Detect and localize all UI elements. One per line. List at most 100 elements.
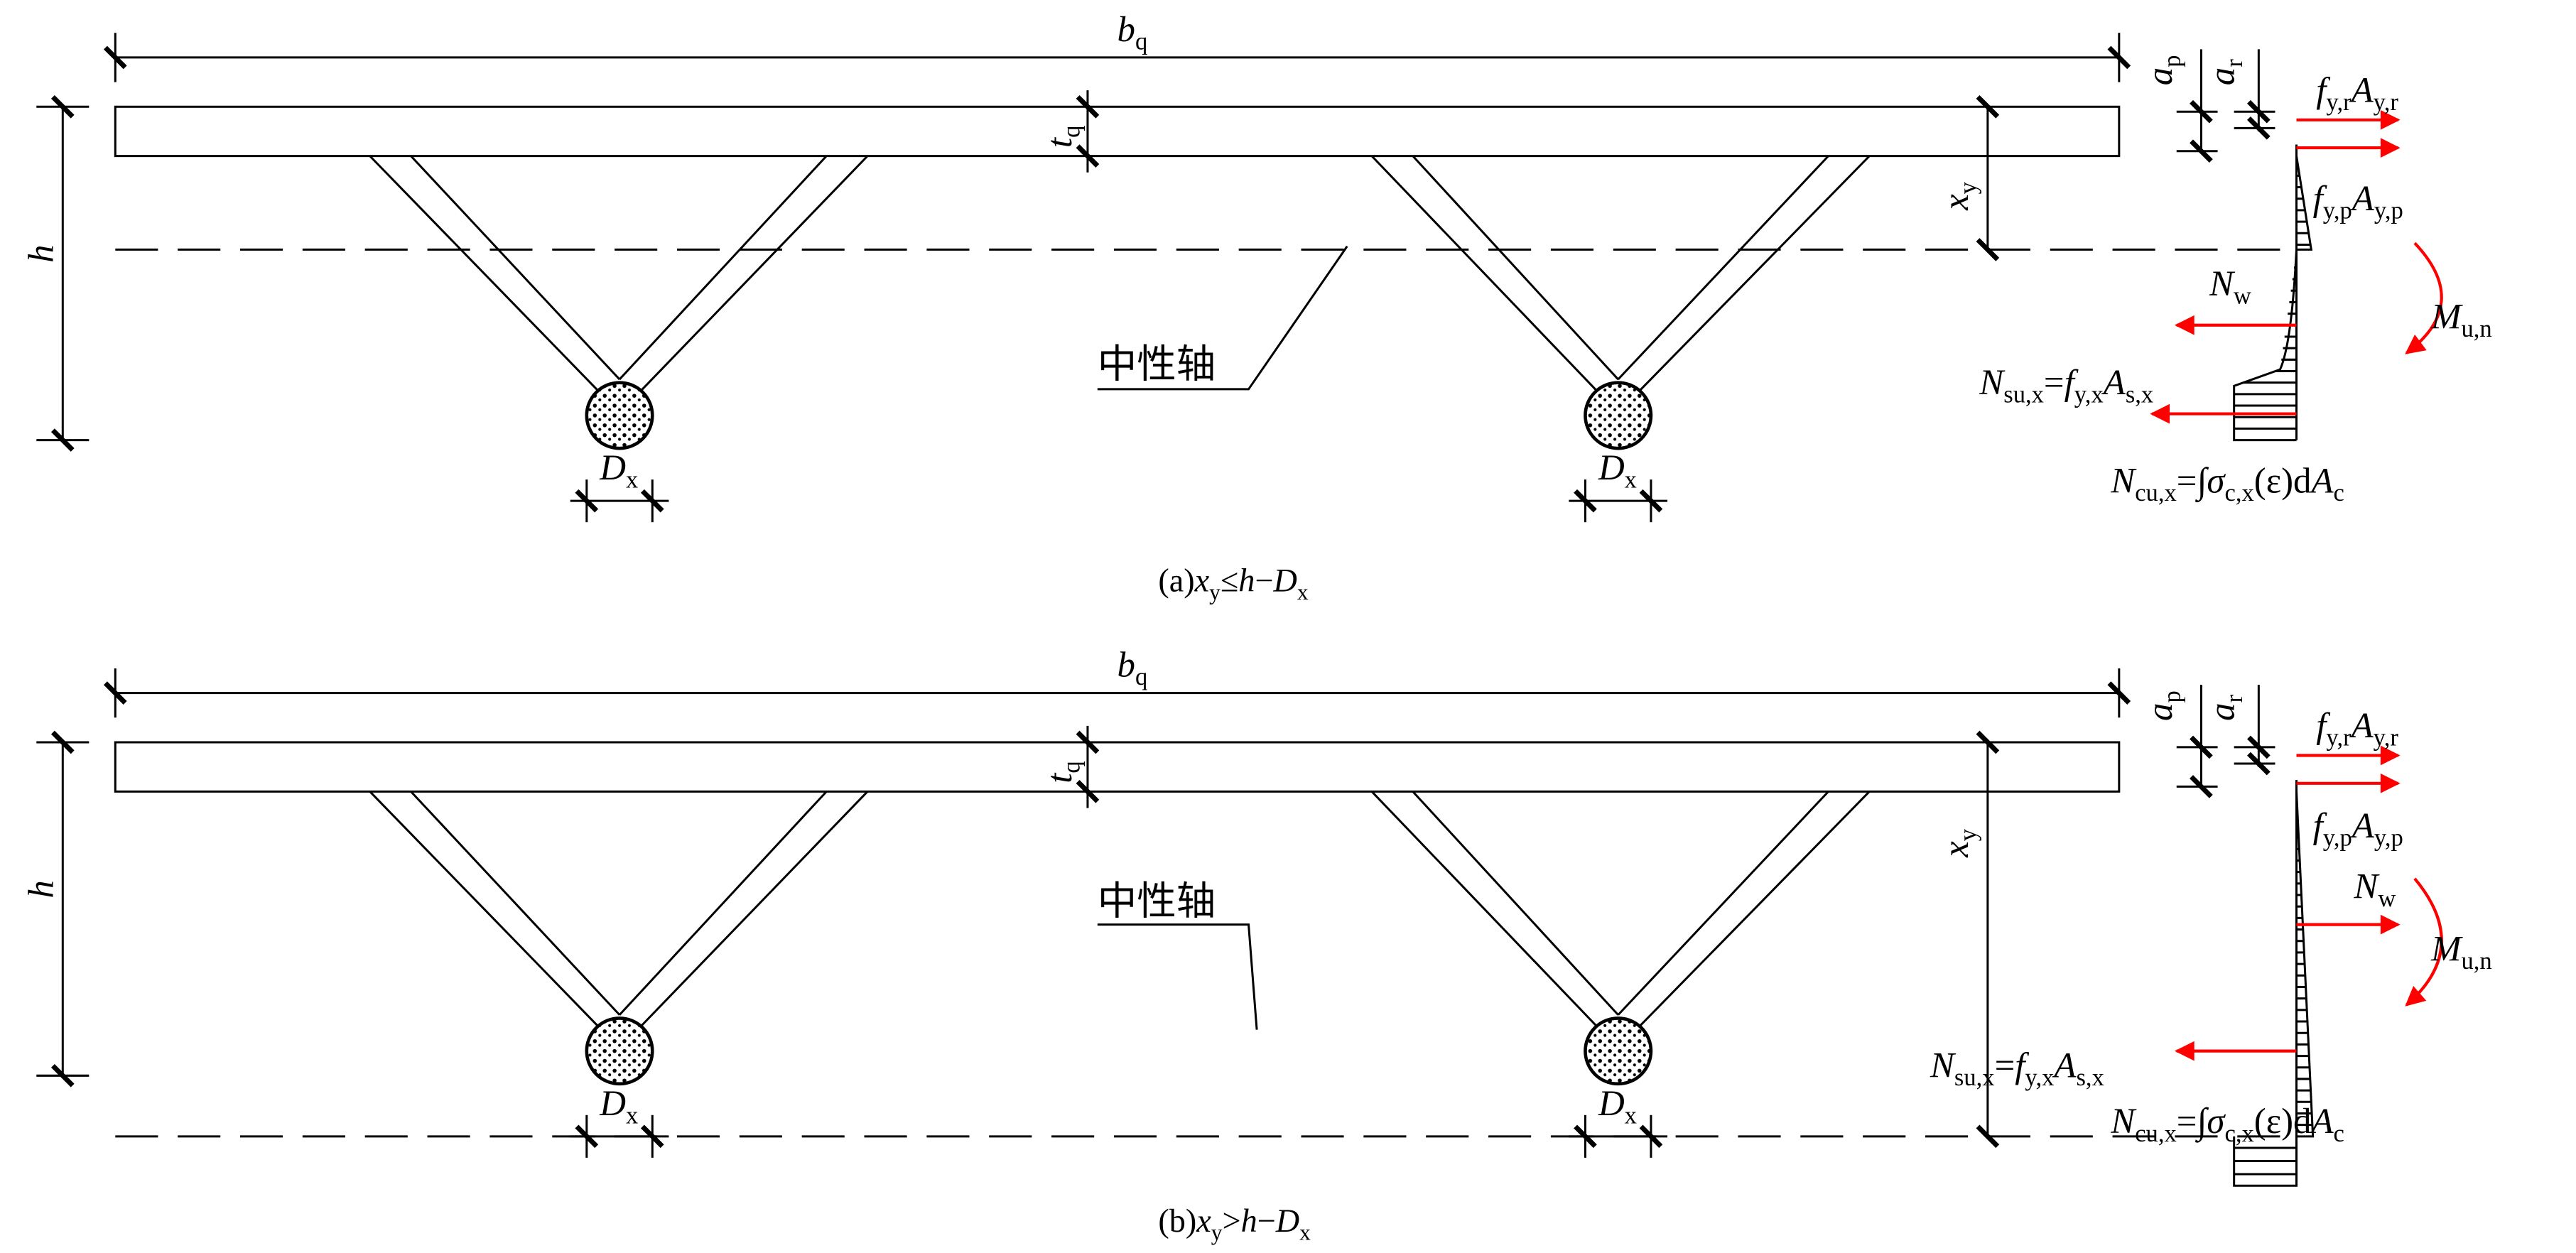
dimension-tick <box>575 489 599 513</box>
bq-label: bq <box>1117 10 1148 55</box>
label-part: A <box>2052 1046 2077 1086</box>
dimension-tick <box>2190 775 2213 798</box>
fyp-ayp-label: fy,pAy,p <box>2313 179 2403 224</box>
label-part: p <box>2158 690 2185 703</box>
stress-diagram <box>2233 144 2313 442</box>
label-part: A <box>2309 1102 2334 1141</box>
web-line <box>1617 791 1829 1016</box>
web-line <box>638 155 869 394</box>
nsu-label: Nsu,x=fy,xAs,x <box>1930 1046 2104 1092</box>
neutral-axis-label: 中性轴 <box>1098 342 1216 388</box>
ncu-label: Ncu,x=∫σc,x(ε)dAc <box>2110 1102 2344 1147</box>
label-part: N <box>2110 1102 2137 1141</box>
label-part: su,x <box>2003 381 2044 408</box>
label-part: 中性轴 <box>1098 342 1216 388</box>
concrete-filled-tube <box>1584 1016 1653 1086</box>
label-part: q <box>1135 663 1147 690</box>
label-part: = <box>1995 1046 2015 1086</box>
label-part: h <box>21 880 61 898</box>
nw-label: Nw <box>2353 867 2396 913</box>
label-part: y,p <box>2374 197 2403 224</box>
label-part: c <box>2334 1120 2344 1147</box>
label-part: y <box>1209 580 1221 604</box>
label-part: y,r <box>2326 89 2352 116</box>
label-part: − <box>1257 1203 1276 1239</box>
h-label: h <box>21 244 61 262</box>
ap-label: ap <box>2141 690 2186 721</box>
web-line <box>1637 791 1871 1029</box>
dimension-tick <box>2247 735 2271 759</box>
ar-label: ar <box>2203 694 2248 720</box>
label-part: (a) <box>1158 562 1194 598</box>
dimension-tick <box>1639 489 1663 513</box>
neutral-axis-label: 中性轴 <box>1098 879 1216 925</box>
label-part: p <box>2158 55 2185 67</box>
label-part: y,r <box>2326 725 2352 752</box>
panel-caption: (a)xy≤h−Dx <box>1158 562 1308 604</box>
web-line <box>369 155 601 394</box>
label-part: c <box>2334 479 2344 506</box>
label-part: x <box>1937 841 1976 858</box>
label-part: a <box>2203 703 2243 720</box>
web-left <box>369 791 869 1086</box>
label-part: x <box>626 467 638 494</box>
label-part: q <box>1135 28 1147 55</box>
label-part: N <box>2353 867 2380 907</box>
dimension-tick <box>575 1124 599 1149</box>
label-part: σ <box>2207 1102 2226 1141</box>
label-part: N <box>2110 462 2137 501</box>
label-part: y,p <box>2374 825 2403 852</box>
label-part: t <box>1040 136 1080 148</box>
h-label: h <box>21 880 61 898</box>
fyp-ayp-label: fy,pAy,p <box>2313 806 2403 852</box>
label-part: a <box>2141 67 2180 85</box>
stress-diagram <box>2233 780 2315 1187</box>
label-part: (ε)d <box>2254 462 2312 501</box>
label-part: =∫ <box>2177 462 2209 503</box>
label-part: s,x <box>2126 381 2153 408</box>
moment-arrow <box>2405 877 2443 1007</box>
label-part: N <box>1930 1046 1957 1086</box>
xy-label: xy <box>1937 828 1982 858</box>
label-part: y,x <box>2074 381 2104 408</box>
dimension-tick <box>1574 489 1597 513</box>
fyr-ayr-label: fy,rAy,r <box>2316 70 2398 116</box>
label-part: y <box>1211 1220 1223 1245</box>
ap-label: ap <box>2141 55 2186 85</box>
label-part: a <box>2141 703 2180 720</box>
concrete-filled-tube <box>585 381 654 450</box>
dimension-tick <box>1076 730 1100 754</box>
flange-plate <box>114 105 2121 158</box>
label-part: s,x <box>2076 1064 2104 1091</box>
dimension-tick <box>2247 99 2271 124</box>
dimension-tick <box>2247 752 2271 776</box>
label-part: x <box>1297 580 1309 604</box>
dimension-tick <box>640 1124 664 1149</box>
label-part: r <box>2221 59 2248 67</box>
label-part: D <box>599 1084 626 1124</box>
label-part: r <box>2221 694 2248 703</box>
label-part: > <box>1222 1203 1240 1239</box>
label-part: (b) <box>1158 1203 1196 1239</box>
label-part: A <box>2350 806 2375 846</box>
web-line <box>410 155 621 381</box>
mun-label: Mu,n <box>2430 297 2492 342</box>
label-part: A <box>2349 70 2374 110</box>
label-part: a <box>2203 67 2243 85</box>
dx-label: Dx <box>1598 448 1637 494</box>
label-part: q <box>1058 761 1085 773</box>
dimension-tick <box>1076 144 1100 168</box>
web-line <box>618 791 828 1016</box>
label-part: N <box>1979 363 2006 403</box>
web-line <box>1412 791 1619 1016</box>
web-line <box>1617 155 1829 381</box>
label-part: ≤ <box>1221 562 1238 598</box>
web-line <box>1412 155 1619 381</box>
neutral-axis-leader <box>1097 245 1348 391</box>
label-part: 中性轴 <box>1098 879 1216 925</box>
label-part: =∫ <box>2177 1102 2209 1143</box>
tq-label: tq <box>1040 126 1086 148</box>
label-part: D <box>1598 1084 1625 1124</box>
